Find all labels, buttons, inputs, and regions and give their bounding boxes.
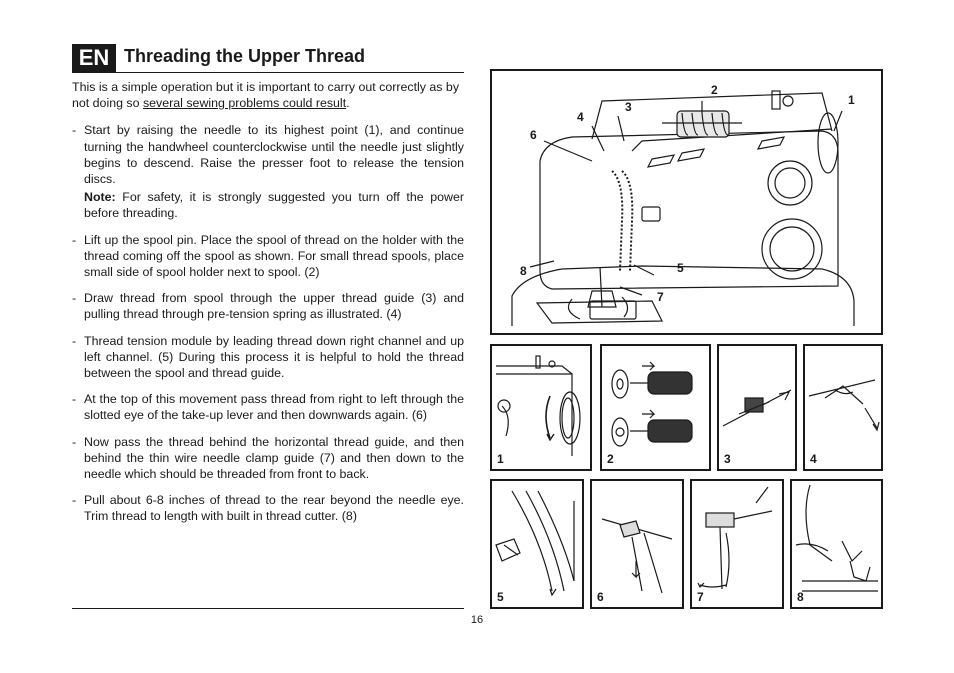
callout-8: 8 [520,264,527,278]
main-machine-illustration: 1 2 3 4 5 6 7 8 [490,69,883,335]
footer-rule [72,608,464,609]
detail-label-7: 7 [697,590,704,604]
header-rule [72,72,464,73]
tension-module-detail-drawing [495,490,575,597]
callout-2: 2 [711,83,718,97]
thread-guide-detail-drawing [722,389,792,427]
callout-7: 7 [657,290,664,304]
step-3: - Draw thread from spool through the upp… [72,290,464,322]
callout-6: 6 [530,128,537,142]
callout-3: 3 [625,100,632,114]
callout-5: 5 [677,261,684,275]
bullet-dash: - [72,392,77,407]
detail-panel-6: 6 [590,479,684,609]
step-text: Pull about 6-8 inches of thread to the r… [84,493,464,524]
bullet-dash: - [72,291,77,306]
intro-end: . [346,96,350,111]
safety-note: Note: For safety, it is strongly suggest… [84,189,464,221]
intro-text: This is a simple operation but it is imp… [72,80,460,111]
instructions: This is a simple operation but it is imp… [72,79,464,535]
detail-panel-4: 4 [803,344,883,471]
step-6: - Now pass the thread behind the horizon… [72,434,464,483]
bullet-dash: - [72,333,77,348]
page-title: Threading the Upper Thread [124,46,366,66]
detail-label-3: 3 [724,452,731,466]
bullet-dash: - [72,434,77,449]
detail-label-1: 1 [497,452,504,466]
step-text: Lift up the spool pin. Place the spool o… [84,232,464,280]
step-2: - Lift up the spool pin. Place the spool… [72,232,464,281]
handwheel-detail-drawing [496,355,581,456]
detail-panel-5: 5 [490,479,584,609]
detail-label-4: 4 [810,452,817,466]
intro-paragraph: This is a simple operation but it is imp… [72,79,464,111]
detail-label-6: 6 [597,590,604,604]
step-4: - Thread tension module by leading threa… [72,333,464,382]
step-1: - Start by raising the needle to its hig… [72,122,464,221]
intro-underlined-text: several sewing problems could result [142,96,347,111]
bullet-dash: - [72,493,77,508]
detail-panel-2: 2 [600,344,711,471]
step-text: Draw thread from spool through the upper… [84,291,464,322]
note-text: For safety, it is strongly suggested you… [84,190,464,221]
step-text: Thread tension module by leading thread … [84,333,464,381]
spool-holder-detail-drawing [611,361,693,447]
detail-label-5: 5 [497,590,504,604]
language-badge: EN [72,44,116,72]
takeup-lever-detail-drawing [601,518,673,594]
callout-1: 1 [848,93,855,107]
bullet-dash: - [72,232,77,247]
section-header: EN Threading the Upper Thread [72,44,464,72]
detail-label-2: 2 [607,452,614,466]
detail-panel-3: 3 [717,344,797,471]
step-5: - At the top of this movement pass threa… [72,391,464,423]
step-text: Now pass the thread behind the horizonta… [84,434,464,482]
detail-label-8: 8 [797,590,804,604]
thread-cutter-detail-drawing [795,484,878,592]
page-number: 16 [470,614,484,626]
step-text: At the top of this movement pass thread … [84,392,464,423]
pretension-spring-detail-drawing [808,379,880,432]
needle-clamp-guide-detail-drawing [697,486,773,590]
detail-panel-7: 7 [690,479,784,609]
callout-4: 4 [577,110,584,124]
step-7: - Pull about 6-8 inches of thread to the… [72,492,464,524]
sewing-machine-drawing [511,90,855,326]
bullet-dash: - [72,123,77,138]
detail-panel-1: 1 [490,344,592,471]
note-label: Note: [84,190,116,205]
step-text: Start by raising the needle to its highe… [84,123,464,187]
detail-panel-8: 8 [790,479,883,609]
